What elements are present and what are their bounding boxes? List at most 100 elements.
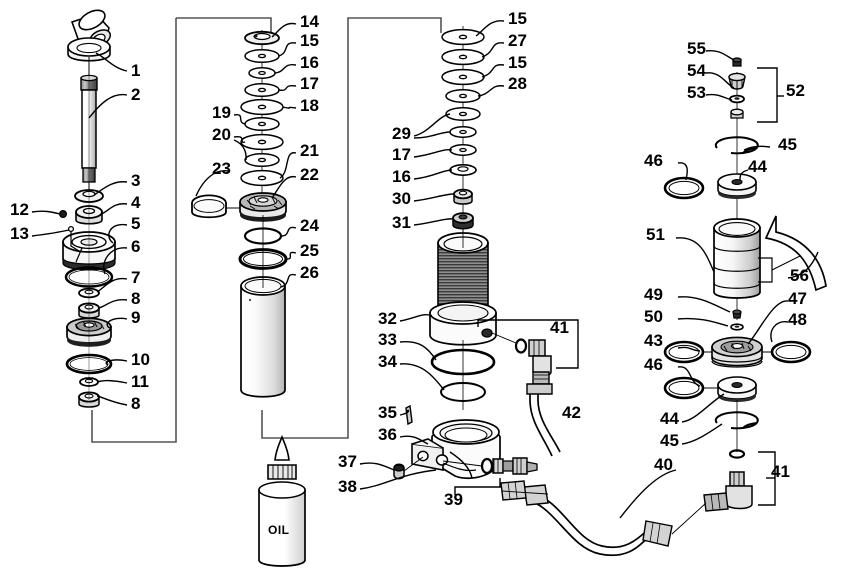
callout-46-lower: 46 [644,355,663,374]
part-8-nut-upper [78,302,100,319]
part-50-washer [730,323,744,331]
part-45-snap-ring-lower [714,411,759,430]
part-37-plug [393,463,405,480]
callout-35: 35 [378,403,397,422]
callout-22: 22 [300,165,319,184]
callout-14: 14 [300,12,319,31]
callout-29: 29 [392,124,411,143]
callout-23: 23 [212,159,231,178]
callout-31: 31 [392,213,411,232]
column-3-stack [393,26,673,557]
callout-38: 38 [338,477,357,496]
callout-54: 54 [687,61,706,80]
oil-bottle-label: OIL [268,523,290,537]
part-16-shim [248,67,276,79]
part-26-cylinder [240,276,286,398]
callout-36: 36 [378,425,397,444]
callout-9: 9 [131,308,140,327]
part-17-shim [244,82,280,98]
callout-46-upper: 46 [644,151,663,170]
callout-21: 21 [300,141,319,160]
part-22-valve-piston [239,192,287,222]
callout-42: 42 [562,403,581,422]
part-23-band-ring [191,194,227,219]
part-20-shim-b [244,152,280,168]
part-44-cap-upper [717,173,757,199]
callout-30: 30 [392,189,411,208]
part-52-cap-element [730,108,744,119]
part-54-valve-core [728,72,746,90]
part-30-nut [453,188,473,205]
callout-49: 49 [644,285,663,304]
part-53-seal [729,94,745,104]
callout-45-lower: 45 [660,431,679,450]
part-41-elbow-lower [703,449,753,512]
callout-labels: 1 2 3 4 5 6 7 8 9 10 11 8 12 13 14 15 16… [10,9,809,509]
part-47-piston-assembly [711,336,763,368]
callout-13: 13 [10,224,29,243]
part-36-valve-housing [411,419,501,480]
assembly-eyelet-part-1 [67,9,112,62]
part-43-oring [663,340,705,364]
callout-37: 37 [338,452,357,471]
callout-47: 47 [788,289,807,308]
part-55-screw [732,57,742,67]
callout-44-upper: 44 [748,157,767,176]
part-42-hose-upper [526,383,561,457]
callout-10: 10 [131,350,150,369]
callout-17-b: 17 [392,145,411,164]
callout-19: 19 [212,103,231,122]
callout-20: 20 [212,125,231,144]
callout-50: 50 [644,307,663,326]
part-34-oring [440,382,486,402]
part-56-shield-bracket [764,215,827,292]
callout-16-a: 16 [300,53,319,72]
callout-18: 18 [300,96,319,115]
part-12-pin [58,210,67,219]
callout-52: 52 [786,81,805,100]
callout-51: 51 [646,225,665,244]
callout-41-upper: 41 [550,318,569,337]
callout-27: 27 [508,31,527,50]
part-16-shim-b [449,164,477,177]
part-44-cap-lower [717,376,757,402]
part-41-elbow-upper [514,338,552,385]
part-15-shim [244,48,280,64]
part-32-threaded-body [429,232,497,346]
callout-12: 12 [10,200,29,219]
group-bracket-middle [176,17,442,439]
callout-6: 6 [131,237,140,256]
callout-53: 53 [687,83,706,102]
callout-8-lower: 8 [131,394,140,413]
part-20-shim-a [240,133,284,151]
part-21-shim [240,169,284,187]
callout-56: 56 [790,266,809,285]
callout-43: 43 [644,331,663,350]
part-28-shim [445,88,481,104]
part-35-pin [405,404,413,426]
part-46-oring-upper [663,176,705,200]
callout-15-c: 15 [508,53,527,72]
callout-32: 32 [378,309,397,328]
callout-45-upper: 45 [778,135,797,154]
part-48-oring [770,340,812,364]
part-29-shim-a [445,106,481,122]
callout-34: 34 [378,352,397,371]
part-45-snap-ring-upper [714,136,759,155]
callout-33: 33 [378,330,397,349]
part-49-pin [732,309,742,319]
callout-24: 24 [300,216,319,235]
callout-3: 3 [131,171,140,190]
right-column-assembly [663,57,827,535]
callout-28: 28 [508,74,527,93]
part-13-detail [67,225,80,252]
callout-17-a: 17 [300,74,319,93]
callout-8-upper: 8 [131,289,140,308]
part-38-oil-bottle: OIL [258,434,306,567]
callout-4: 4 [131,193,141,212]
callout-16-b: 16 [392,167,411,186]
part-46-oring-lower [663,376,705,400]
callout-1: 1 [131,61,140,80]
